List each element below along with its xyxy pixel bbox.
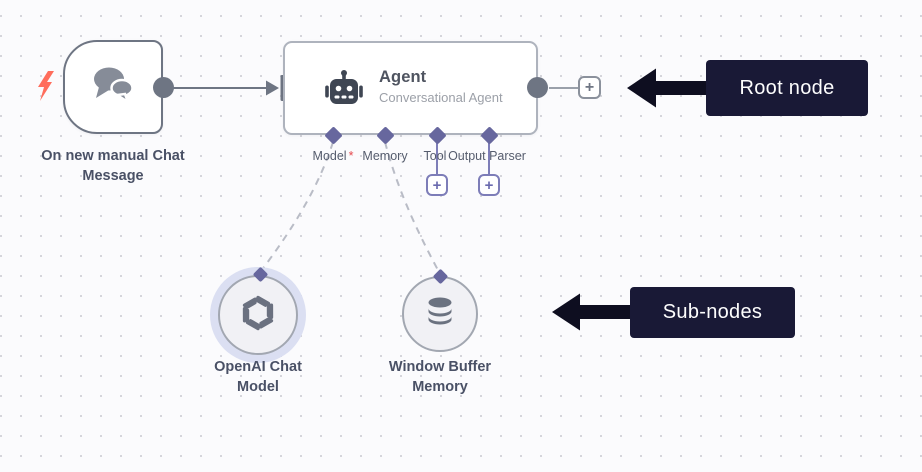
port-label-output-parser-text: Output Parser: [448, 149, 526, 163]
root-node-callout-text: Root node: [739, 76, 835, 99]
chat-bubbles-icon: [89, 65, 137, 110]
add-node-button[interactable]: +: [578, 76, 601, 99]
plus-icon: +: [484, 176, 494, 194]
add-output-parser-button[interactable]: +: [478, 174, 500, 196]
wire-arrowhead-icon: [266, 80, 279, 96]
sub-nodes-callout-text: Sub-nodes: [662, 301, 763, 323]
openai-logo-icon: [236, 291, 280, 340]
agent-output-endpoint[interactable]: [527, 77, 548, 98]
add-tool-button[interactable]: +: [426, 174, 448, 196]
required-marker: *: [348, 149, 354, 163]
memory-node-label: Window Buffer Memory: [388, 359, 492, 395]
sub-nodes-callout: Sub-nodes: [630, 287, 795, 338]
chat-trigger-node[interactable]: [63, 40, 163, 134]
window-buffer-memory-node[interactable]: [402, 276, 478, 352]
trigger-node-label: On new manual Chat Message: [41, 148, 185, 184]
plus-icon: +: [432, 176, 442, 194]
lightning-icon: [37, 71, 55, 106]
robot-icon: [323, 69, 365, 116]
agent-node-subtitle: Conversational Agent: [379, 90, 503, 105]
root-node-callout: Root node: [706, 60, 868, 116]
agent-node[interactable]: Agent Conversational Agent: [283, 41, 538, 135]
root-node-arrow-icon: [627, 68, 706, 108]
openai-chat-model-node[interactable]: [218, 275, 298, 355]
sub-nodes-arrow-icon: [552, 293, 630, 331]
openai-node-halo: [210, 267, 306, 363]
plus-icon: +: [584, 78, 595, 96]
database-icon: [423, 295, 457, 334]
port-label-output-parser: Output Parser: [428, 149, 548, 163]
agent-node-title: Agent: [379, 68, 427, 86]
trigger-output-endpoint[interactable]: [153, 77, 174, 98]
openai-node-label: OpenAI Chat Model: [214, 359, 302, 395]
